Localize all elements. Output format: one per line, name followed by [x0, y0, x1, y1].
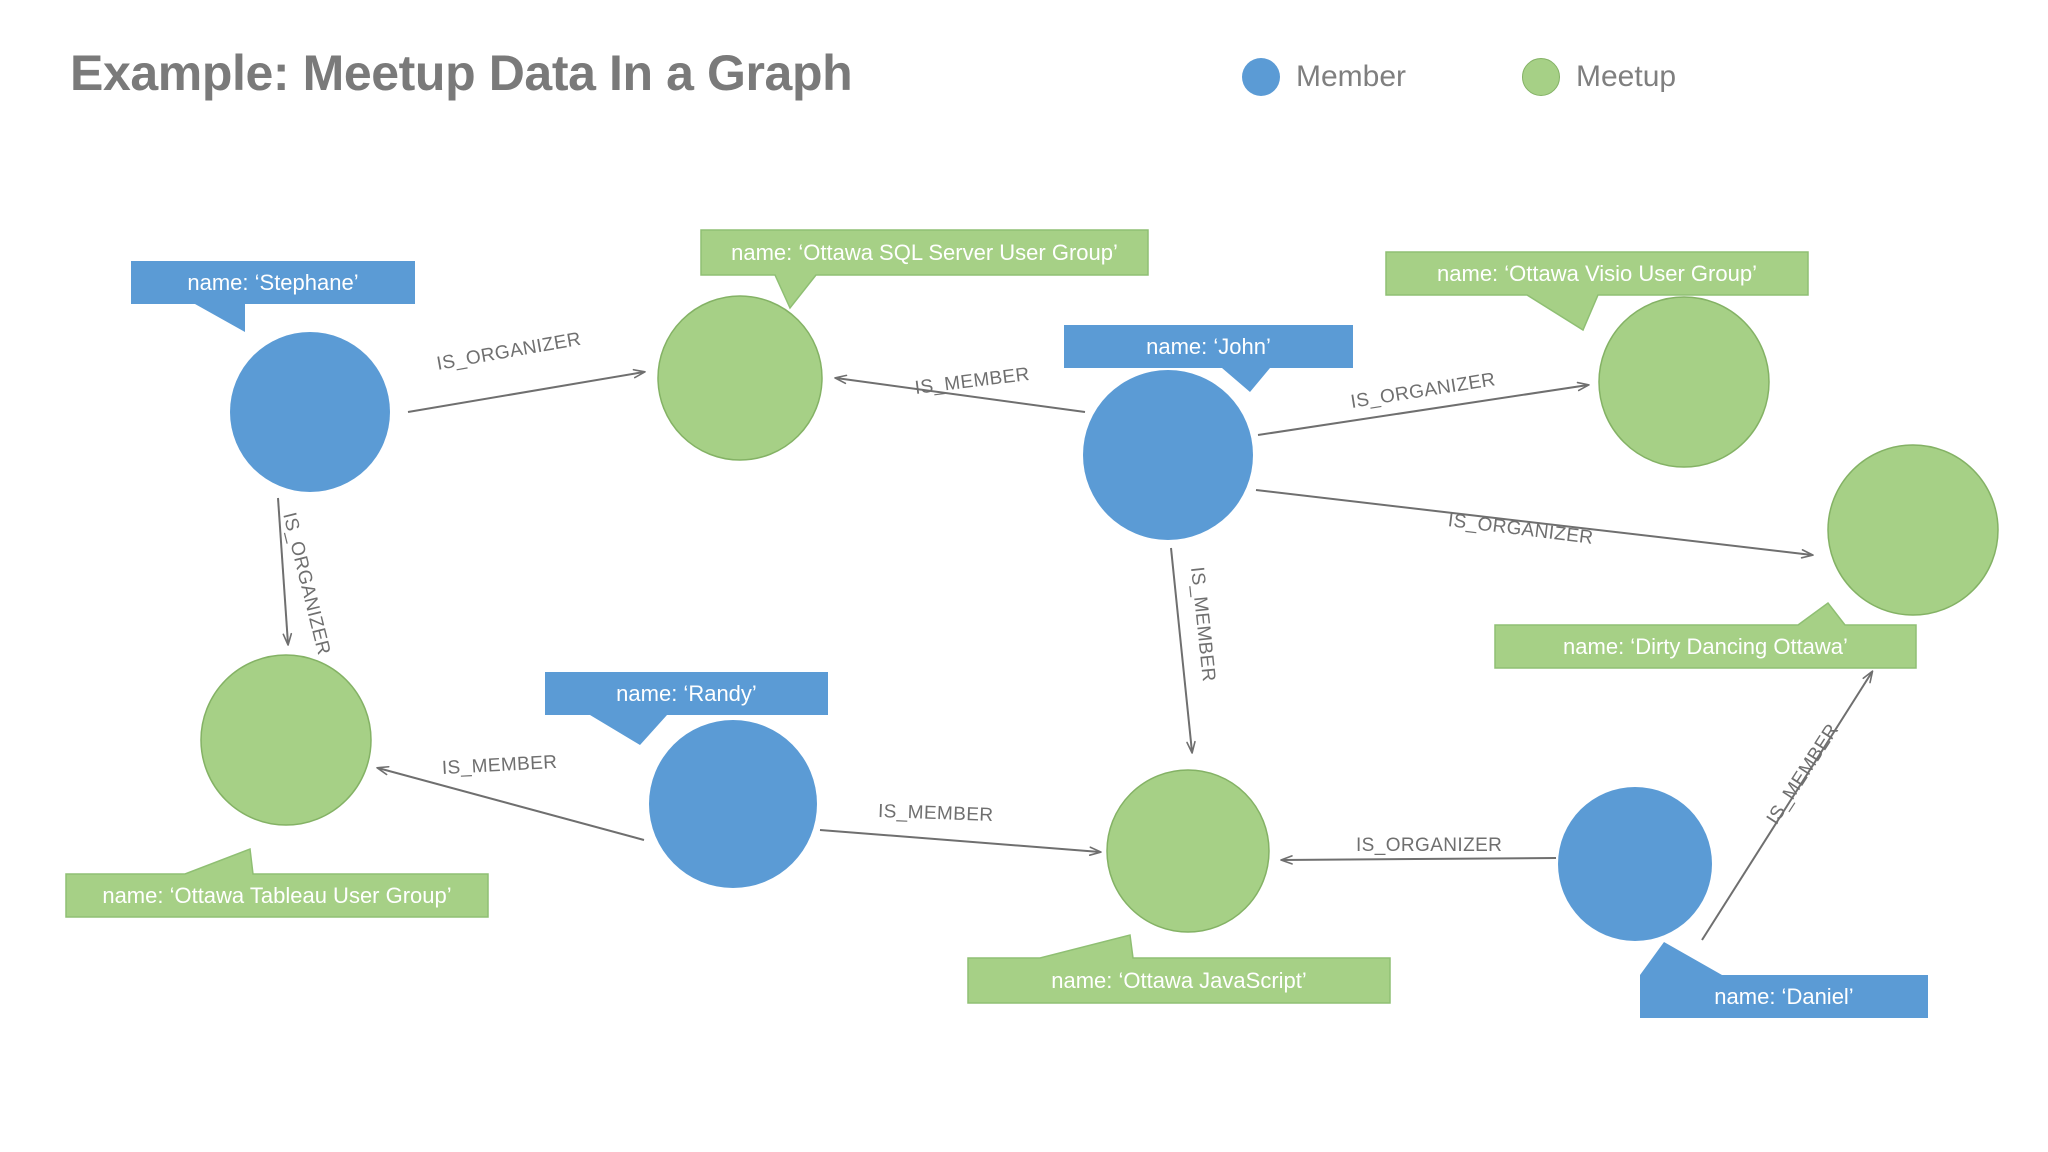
node-dirtydancing[interactable] — [1827, 444, 1999, 616]
nodes-layer — [200, 295, 1999, 941]
node-sqlserver[interactable] — [657, 295, 823, 461]
edge-label-daniel-javascript: IS_ORGANIZER — [1356, 835, 1503, 856]
callout-shape-tableau[interactable] — [65, 847, 489, 918]
edge-randy-tableau — [376, 765, 645, 841]
callout-shape-randy[interactable] — [545, 672, 828, 745]
legend-item-member: Member — [1242, 58, 1406, 96]
node-javascript[interactable] — [1106, 769, 1270, 933]
node-john[interactable] — [1083, 370, 1253, 540]
node-label-sqlserver: name: ‘Ottawa SQL Server User Group’ — [731, 239, 1118, 265]
page-title: Example: Meetup Data In a Graph — [70, 45, 853, 101]
edge-label-randy-javascript: IS_MEMBER — [877, 801, 994, 827]
node-label-dirtydancing: name: ‘Dirty Dancing Ottawa’ — [1563, 633, 1848, 659]
node-label-daniel: name: ‘Daniel’ — [1714, 983, 1854, 1009]
edges-layer — [277, 368, 1874, 941]
member-circle-icon — [1242, 58, 1280, 96]
callout-shape-sqlserver[interactable] — [700, 229, 1149, 310]
edge-john-javascript — [1170, 547, 1196, 754]
node-stephane[interactable] — [230, 332, 390, 492]
edge-daniel-dirtydancing — [1701, 670, 1874, 941]
node-label-visio: name: ‘Ottawa Visio User Group’ — [1437, 260, 1757, 286]
node-label-javascript: name: ‘Ottawa JavaScript’ — [1051, 967, 1307, 993]
edge-john-dirtydancing — [1255, 489, 1814, 559]
node-label-randy: name: ‘Randy’ — [616, 680, 757, 706]
legend-label-member: Member — [1296, 60, 1407, 93]
callout-shape-john[interactable] — [1064, 325, 1353, 392]
callout-shape-dirtydancing[interactable] — [1494, 601, 1917, 669]
node-randy[interactable] — [649, 720, 817, 888]
callout-shape-javascript[interactable] — [967, 934, 1391, 1004]
callout-shapes-layer — [65, 229, 1928, 1018]
legend-label-meetup: Meetup — [1576, 60, 1677, 93]
node-label-tableau: name: ‘Ottawa Tableau User Group’ — [102, 882, 452, 908]
node-label-stephane: name: ‘Stephane’ — [187, 269, 359, 295]
edge-stephane-sqlserver — [407, 368, 646, 413]
node-daniel[interactable] — [1558, 787, 1712, 941]
edge-stephane-tableau — [277, 497, 293, 646]
edge-john-visio — [1257, 381, 1590, 436]
callout-shape-daniel[interactable] — [1640, 942, 1928, 1018]
edge-daniel-javascript — [1280, 855, 1557, 865]
legend-item-meetup: Meetup — [1522, 58, 1676, 96]
callout-shape-stephane[interactable] — [131, 261, 415, 332]
callout-shape-visio[interactable] — [1385, 251, 1809, 332]
edge-randy-javascript — [819, 829, 1102, 857]
meetup-circle-icon — [1522, 58, 1560, 96]
node-label-john: name: ‘John’ — [1146, 333, 1271, 359]
node-tableau[interactable] — [200, 654, 372, 826]
node-visio[interactable] — [1598, 296, 1770, 468]
edge-john-sqlserver — [834, 374, 1086, 413]
